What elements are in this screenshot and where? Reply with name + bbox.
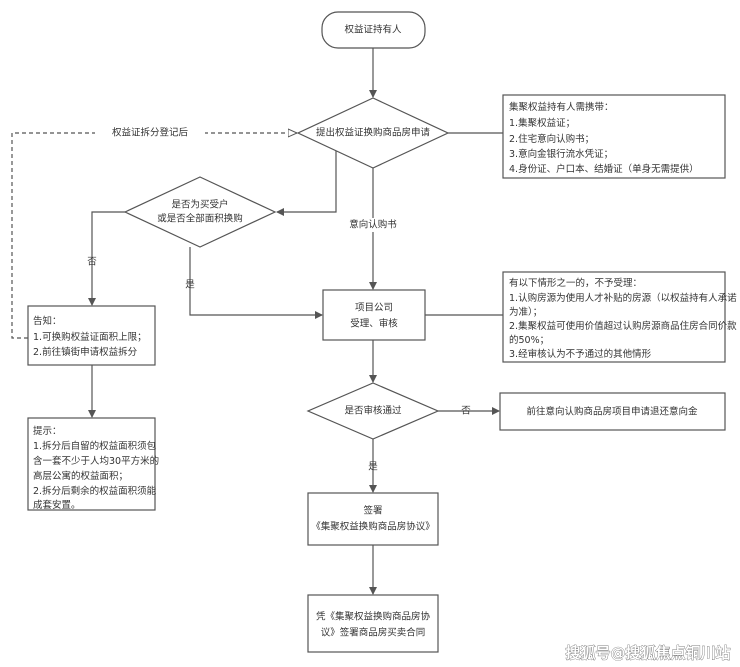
arrow-buyer-yes xyxy=(189,247,323,319)
review-line: 受理、审核 xyxy=(350,318,398,330)
decision-pass: 是否审核通过 xyxy=(306,382,440,440)
reject-note-line: 的50%； xyxy=(509,334,549,346)
carry-note: 集聚权益持有人需携带： 1.集聚权益证； 2.住宅意向认购书； 3.意向金银行流… xyxy=(502,94,726,179)
yes-label-buyer: 是 xyxy=(185,280,195,291)
contract-line: 凭《集聚权益换购商品房协 xyxy=(316,611,431,623)
contract-box: 凭《集聚权益换购商品房协 议》签署商品房买卖合同 xyxy=(307,594,439,653)
reject-note-line: 1.认购房源为使用人才补贴的房源（以权益持有人承诺 xyxy=(509,292,737,304)
review-box: 项目公司 受理、审核 xyxy=(322,289,426,341)
hint-line: 成套安置。 xyxy=(33,499,81,511)
no-label-pass: 否 xyxy=(461,406,471,417)
reject-note-title: 有以下情形之一的，不予受理： xyxy=(509,277,642,289)
review-line: 项目公司 xyxy=(355,303,393,314)
refund-box: 前往意向认购商品房项目申请退还意向金 xyxy=(499,392,726,431)
dashed-arrow-split xyxy=(11,133,297,339)
no-label-buyer: 否 xyxy=(87,257,97,268)
notice-line: 2.前往镇街申请权益拆分 xyxy=(33,346,138,358)
hint-box: 提示： 1.拆分后自留的权益面积须包 含一套不少于人均30平方米的 高层公寓的权… xyxy=(27,417,159,511)
yes-label-pass: 是 xyxy=(368,462,378,473)
carry-note-title: 集聚权益持有人需携带： xyxy=(509,101,614,113)
carry-note-line: 1.集聚权益证； xyxy=(509,117,575,129)
start-label: 权益证持有人 xyxy=(344,24,402,36)
decision-buyer: 是否为买受户 或是否全部面积换购 xyxy=(123,176,277,248)
arrow-buyer-no xyxy=(88,211,125,306)
arrow-apply-to-buyer xyxy=(276,151,337,216)
connectors xyxy=(11,48,503,595)
decision-apply-label: 提出权益证换购商品房申请 xyxy=(316,127,431,139)
hint-title: 提示： xyxy=(33,425,62,437)
start-node: 权益证持有人 xyxy=(321,11,426,49)
notice-box: 告知： 1.可换购权益证面积上限； 2.前往镇街申请权益拆分 xyxy=(27,305,156,366)
notice-title: 告知： xyxy=(33,315,62,327)
watermark: 搜狐号@搜狐焦点铜川站 xyxy=(565,644,730,662)
carry-note-line: 2.住宅意向认购书； xyxy=(509,133,594,145)
decision-buyer-line: 或是否全部面积换购 xyxy=(157,213,243,225)
hint-line: 1.拆分后自留的权益面积须包 xyxy=(33,440,157,452)
reject-note-line: 3.经审核认为不予通过的其他情形 xyxy=(509,348,652,360)
reject-note-line: 2.集聚权益可使用价值超过认购房源商品住房合同价款 xyxy=(509,320,737,332)
refund-label: 前往意向认购商品房项目申请退还意向金 xyxy=(526,406,698,418)
carry-note-line: 4.身份证、户口本、结婚证（单身无需提供） xyxy=(509,163,699,175)
carry-note-line: 3.意向金银行流水凭证； xyxy=(509,148,613,160)
contract-line: 议》签署商品房买卖合同 xyxy=(321,627,426,639)
sign-line: 签署 xyxy=(363,505,382,517)
decision-pass-label: 是否审核通过 xyxy=(344,405,402,417)
intent-label: 意向认购书 xyxy=(349,219,397,231)
dashed-label: 权益证拆分登记后 xyxy=(112,127,189,139)
reject-note: 有以下情形之一的，不予受理： 1.认购房源为使用人才补贴的房源（以权益持有人承诺… xyxy=(502,271,737,363)
hint-line: 高层公寓的权益面积； xyxy=(33,470,128,482)
sign-line: 《集聚权益换购商品房协议》 xyxy=(311,521,435,533)
notice-line: 1.可换购权益证面积上限； xyxy=(33,331,147,343)
reject-note-line: 为准）； xyxy=(509,306,542,318)
hint-line: 2.拆分后剩余的权益面积须能 xyxy=(33,485,157,497)
sign-box: 签署 《集聚权益换购商品房协议》 xyxy=(307,492,439,546)
decision-buyer-line: 是否为买受户 xyxy=(171,199,228,211)
decision-apply: 提出权益证换购商品房申请 xyxy=(296,97,450,169)
hint-line: 含一套不少于人均30平方米的 xyxy=(33,455,159,467)
